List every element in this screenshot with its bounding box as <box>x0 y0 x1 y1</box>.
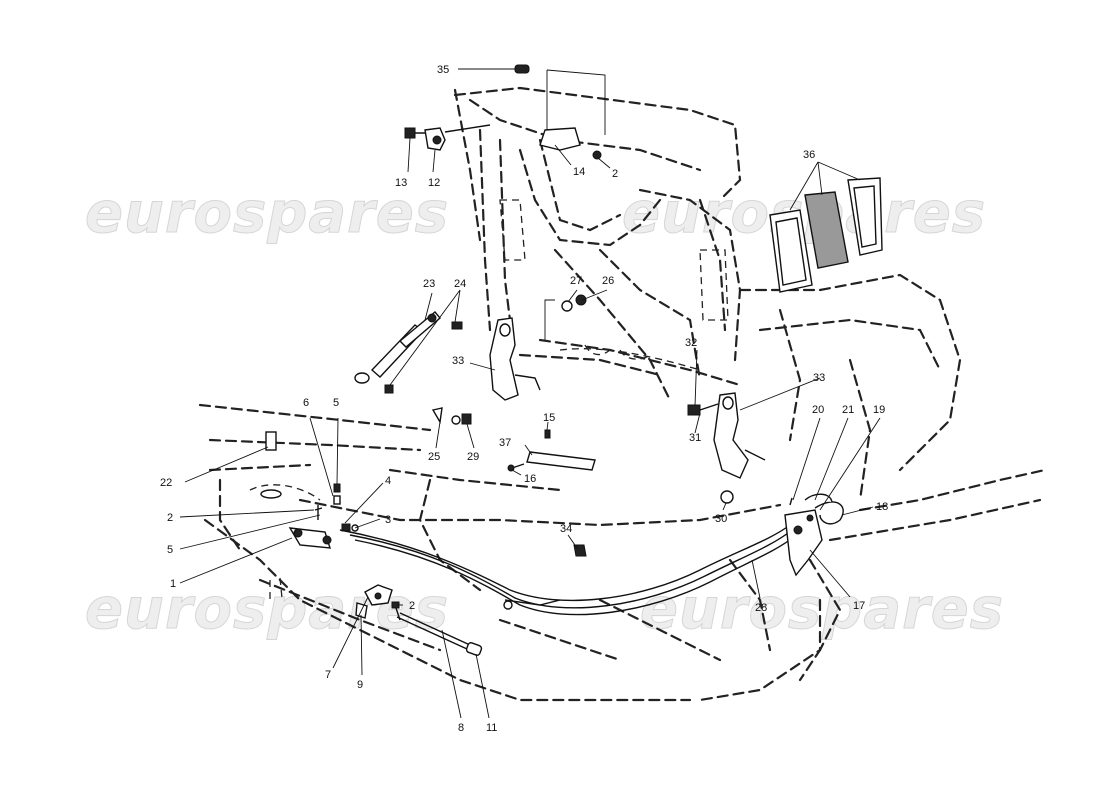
callout-6: 6 <box>303 397 309 409</box>
callout-37: 37 <box>499 437 511 449</box>
callout-12: 12 <box>428 177 440 189</box>
callout-16: 16 <box>524 473 536 485</box>
callout-33-left: 33 <box>452 355 464 367</box>
callout-24: 24 <box>454 278 466 290</box>
callout-33-right: 33 <box>813 372 825 384</box>
part-26-27-fasteners <box>544 294 587 340</box>
part-33-hinge-left <box>489 317 541 401</box>
callout-35: 35 <box>437 64 449 76</box>
callout-2-bottom: 2 <box>409 600 415 612</box>
callout-29: 29 <box>467 451 479 463</box>
part-30-nut <box>720 490 734 504</box>
callout-25: 25 <box>428 451 440 463</box>
parts-group <box>260 64 883 656</box>
callout-5-top: 5 <box>333 397 339 409</box>
callout-36: 36 <box>803 149 815 161</box>
callout-22: 22 <box>160 477 172 489</box>
callout-4: 4 <box>385 475 391 487</box>
callout-3: 3 <box>385 514 391 526</box>
part-8-rod <box>395 607 483 656</box>
callout-34: 34 <box>560 523 572 535</box>
callout-14: 14 <box>573 166 585 178</box>
watermark-top-right: eurospares <box>622 181 986 246</box>
part-5-6-screws <box>314 483 341 520</box>
callout-19: 19 <box>873 404 885 416</box>
callout-27: 27 <box>570 275 582 287</box>
callout-30: 30 <box>715 513 727 525</box>
part-12-lamp <box>404 124 491 151</box>
callout-8: 8 <box>458 722 464 734</box>
callout-18: 18 <box>876 501 888 513</box>
part-25-29-clips <box>431 407 472 425</box>
part-24-bolts <box>384 321 463 394</box>
callout-2-left: 2 <box>167 512 173 524</box>
callout-20: 20 <box>812 404 824 416</box>
callout-1: 1 <box>170 578 176 590</box>
callout-32: 32 <box>685 337 697 349</box>
part-28-cables <box>339 524 796 616</box>
callout-2-top: 2 <box>612 168 618 180</box>
watermark-group: eurospares eurospares eurospares eurospa… <box>85 181 1004 643</box>
part-32-bolt <box>687 403 719 416</box>
callout-26: 26 <box>602 275 614 287</box>
callout-31: 31 <box>689 432 701 444</box>
part-33-hinge-right <box>713 392 766 479</box>
callout-23: 23 <box>423 278 435 290</box>
callout-9: 9 <box>357 679 363 691</box>
callout-28: 28 <box>755 602 767 614</box>
part-1-lever <box>288 527 332 549</box>
callout-labels: 35 13 12 14 2 36 23 24 27 26 33 32 33 6 … <box>160 64 888 734</box>
part-37-plate <box>507 429 596 472</box>
part-23-gas-strut <box>354 311 441 384</box>
callout-7: 7 <box>325 669 331 681</box>
callout-15: 15 <box>543 412 555 424</box>
part-36-pedal-pads <box>769 161 883 293</box>
watermark-bottom-right: eurospares <box>640 577 1004 642</box>
callout-21: 21 <box>842 404 854 416</box>
leader-lines <box>179 68 881 719</box>
watermark-top-left: eurospares <box>85 181 449 246</box>
part-17-release-lever <box>784 493 844 577</box>
callout-11: 11 <box>486 722 497 734</box>
callout-5-left: 5 <box>167 544 173 556</box>
callout-17: 17 <box>853 600 865 612</box>
part-14-bracket <box>539 127 602 160</box>
body-shell-outline <box>198 86 1047 702</box>
part-35-bulb <box>514 64 606 135</box>
part-22-pin <box>260 431 282 499</box>
callout-13: 13 <box>395 177 407 189</box>
